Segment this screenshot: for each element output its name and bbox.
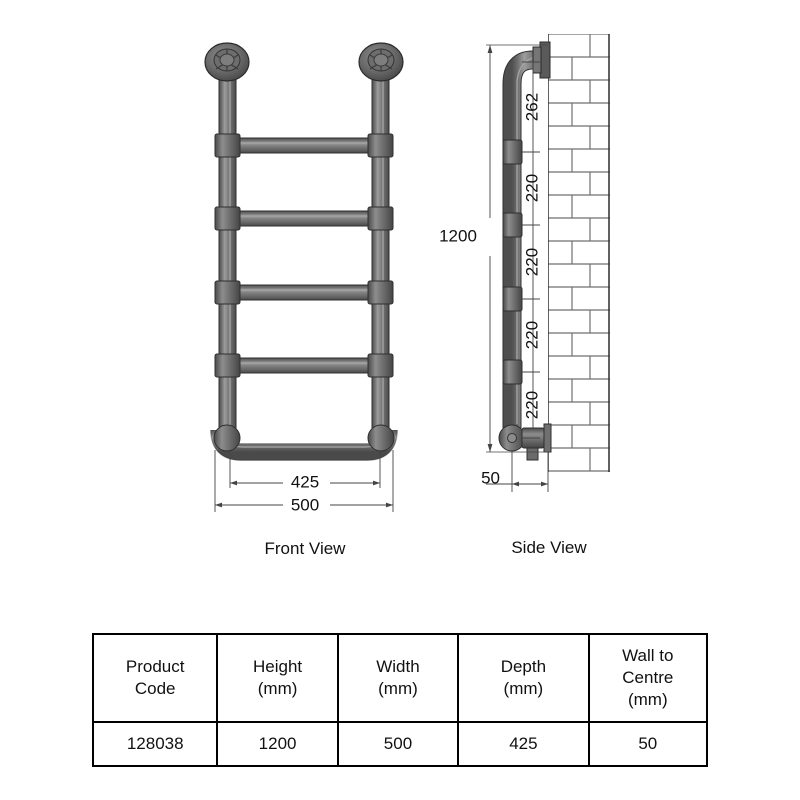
side-segment-dimensions [522,61,540,439]
front-dim-500-text: 500 [291,495,319,514]
side-dim-50: 50 [481,452,549,492]
side-segment-labels: 262 220 220 220 220 [522,93,541,419]
side-dim-220-c-text: 220 [522,321,541,349]
header-wall-to-centre-line1: Wall to [622,646,674,666]
side-dim-1200: 1200 [439,44,548,453]
header-wall-to-centre-line3: (mm) [627,689,668,709]
side-view-group: 262 220 220 220 220 1200 [439,34,610,557]
header-depth-line2: (mm) [503,679,544,698]
brick-wall [548,34,610,472]
header-wall-to-centre: Wall to Centre (mm) [587,633,709,723]
front-left-flange-icon [204,42,250,82]
side-top-flange-icon [532,41,551,79]
header-depth-line1: Depth [500,657,547,677]
front-dim-425: 425 [229,452,381,491]
front-view-label: Front View [265,539,347,558]
header-height-line1: Height [253,657,303,677]
header-product-code-line2: Code [134,679,176,698]
side-dim-220-d-text: 220 [522,391,541,419]
header-depth: Depth (mm) [457,633,590,723]
cell-wall-to-centre: 50 [587,721,709,767]
side-view-label: Side View [511,538,587,557]
front-right-flange-icon [358,42,404,82]
header-wall-to-centre-line2: Centre [622,668,674,688]
front-left-upright [218,61,237,445]
front-view-group: 425 500 Front View [204,42,404,558]
table-header-row: Product Code Height (mm) Width (mm) Dept… [91,633,709,723]
side-dim-262-text: 262 [522,93,541,121]
front-right-upright [371,61,390,445]
header-product-code-line1: Product [125,657,185,677]
front-right-joints [367,133,394,378]
specification-table: Product Code Height (mm) Width (mm) Dept… [91,633,709,767]
side-dim-50-text: 50 [481,468,500,487]
header-height: Height (mm) [216,633,339,723]
cell-height: 1200 [216,721,339,767]
header-width-line2: (mm) [378,679,418,698]
front-left-joints [214,133,241,378]
cell-product-code: 128038 [91,721,219,767]
front-bottom-bend [210,428,398,461]
side-dim-220-b-text: 220 [522,248,541,276]
front-rungs [231,137,377,374]
cell-depth: 425 [457,721,590,767]
header-width-line1: Width [376,657,420,677]
cell-width: 500 [336,721,460,767]
front-dim-500: 500 [214,450,394,514]
side-bottom-bracket [498,423,552,461]
side-couplings [502,139,523,385]
table-row: 128038 1200 500 425 50 [91,721,709,767]
header-height-line2: (mm) [257,679,298,698]
front-dim-425-text: 425 [291,472,319,491]
header-product-code: Product Code [91,633,219,723]
front-bottom-corner-joints [213,424,395,452]
header-width: Width (mm) [336,633,460,723]
side-dim-1200-text: 1200 [439,226,477,245]
side-dim-220-a-text: 220 [522,174,541,202]
